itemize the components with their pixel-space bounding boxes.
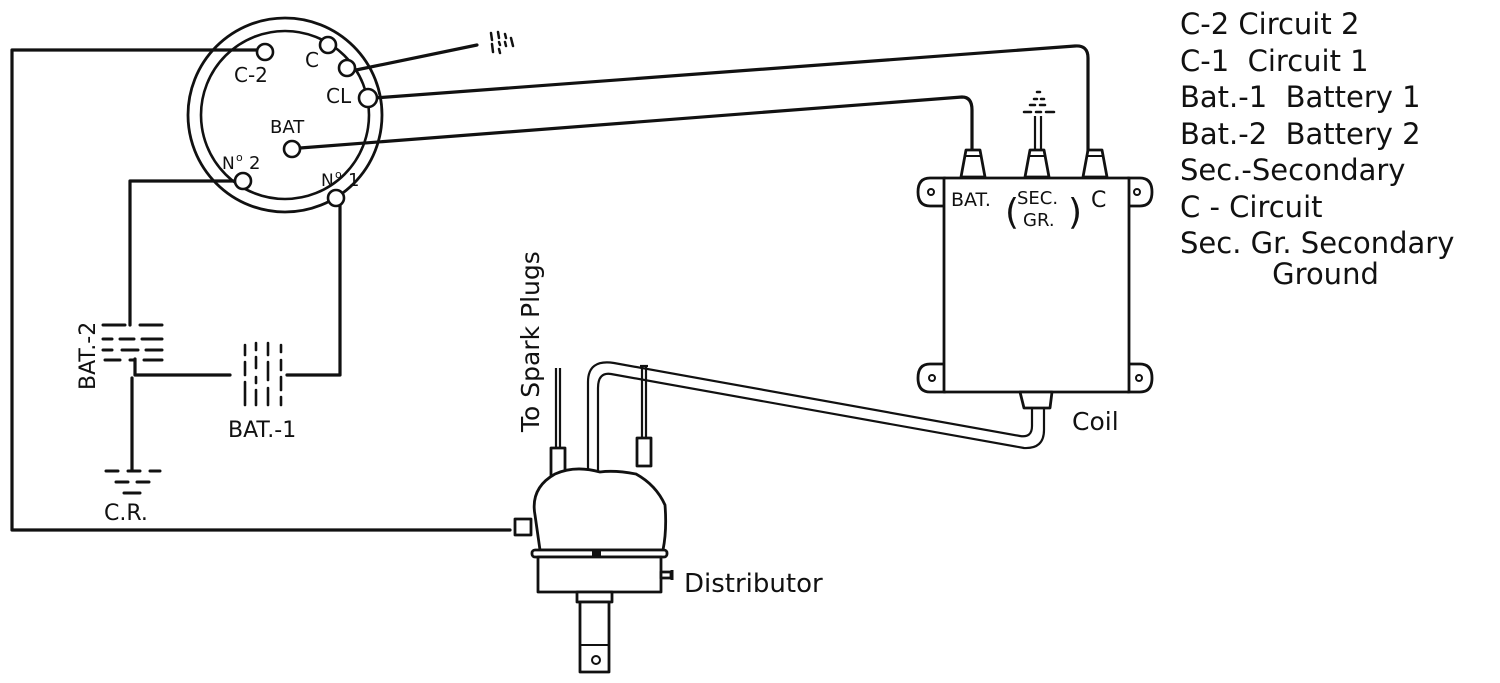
distributor [513, 364, 674, 674]
coil-post-sec [1023, 148, 1051, 179]
coil-label-paren-close: ) [1068, 192, 1082, 233]
label-c: C [305, 48, 319, 72]
legend-item-ground: Ground [1180, 256, 1379, 291]
coil-label-c: C [1091, 188, 1106, 213]
ignition-switch [186, 16, 384, 214]
terminal-c [337, 58, 357, 78]
spark-plug-post-right [635, 436, 653, 468]
svg-text:N: N [321, 171, 334, 191]
wire-c-to-ground [354, 43, 479, 72]
coil-ear-top-left [916, 176, 947, 208]
coil-ear-bottom-right [1126, 362, 1154, 394]
wire-no1-to-bat1 [285, 203, 342, 377]
wire-no2-to-bat2 [128, 179, 238, 327]
svg-text:o: o [236, 151, 243, 164]
terminal-no2 [233, 171, 253, 191]
ground-symbol-switch [489, 30, 515, 55]
ht-cable-inner [586, 361, 1034, 474]
distributor-cap [532, 467, 668, 552]
switch-outer-ring [186, 16, 384, 214]
legend-item-c: C - Circuit [1180, 189, 1323, 224]
terminal-c-upper [318, 35, 338, 55]
coil-label-paren-open: ( [1005, 192, 1019, 233]
ground-symbol-coil [1022, 90, 1056, 114]
wire-bat-to-coil-bat [298, 95, 974, 154]
label-distributor: Distributor [684, 569, 823, 599]
svg-text:1: 1 [348, 170, 359, 191]
legend-item-c2: C-2 Circuit 2 [1180, 7, 1360, 41]
ground-symbol-cr [104, 469, 162, 495]
legend-item-c1: C-1 Circuit 1 [1180, 43, 1369, 78]
terminal-c2 [255, 42, 275, 62]
coil [916, 90, 1154, 410]
svg-text:N: N [222, 154, 235, 174]
distributor-shaft [578, 600, 611, 674]
terminal-no1 [326, 188, 346, 208]
legend: C-2 Circuit 2 C-1 Circuit 1 Bat.-1 Batte… [1180, 6, 1454, 292]
ht-cable-outer [596, 372, 1046, 474]
legend-item-sec-gr: Sec. Gr. Secondary [1180, 226, 1455, 260]
switch-inner-ring [199, 29, 371, 201]
label-bat1: BAT.-1 [228, 418, 296, 443]
battery-1-symbol [243, 341, 283, 407]
wire-bat2-to-bat1 [133, 357, 232, 377]
label-cr: C.R. [104, 501, 148, 526]
legend-item-bat2: Bat.-2 Battery 2 [1180, 116, 1421, 151]
coil-bottom-post [1018, 390, 1054, 410]
label-to-spark-plugs: To Spark Plugs [516, 251, 545, 433]
label-bat2: BAT.-2 [76, 322, 101, 390]
coil-label-sec: SEC. [1017, 188, 1058, 209]
coil-post-bat [959, 148, 987, 179]
label-cl: CL [326, 84, 352, 108]
svg-text:o: o [335, 168, 342, 181]
legend-item-sec: Sec.-Secondary [1180, 153, 1406, 187]
distributor-adjuster [659, 570, 673, 580]
wire-c2-to-distributor [10, 48, 512, 532]
coil-label-gr: GR. [1023, 210, 1055, 231]
terminal-bat [282, 139, 302, 159]
battery-2-symbol [101, 323, 164, 362]
label-c2: C-2 [234, 63, 268, 87]
wire-cl-to-coil-c [372, 44, 1090, 154]
distributor-side-terminal [513, 517, 533, 537]
distributor-collar [575, 590, 614, 604]
legend-item-bat1: Bat.-1 Battery 1 [1180, 80, 1421, 114]
distributor-base [536, 555, 663, 594]
coil-ear-bottom-left [916, 362, 947, 394]
coil-post-c [1081, 148, 1109, 179]
svg-text:2: 2 [249, 153, 260, 174]
label-no2: N o 2 [222, 151, 260, 174]
label-no1: N o 1 [321, 168, 359, 191]
terminal-cl [357, 87, 379, 109]
coil-label-bat: BAT. [951, 189, 991, 211]
label-bat: BAT [270, 117, 305, 138]
coil-label: Coil [1072, 407, 1119, 436]
